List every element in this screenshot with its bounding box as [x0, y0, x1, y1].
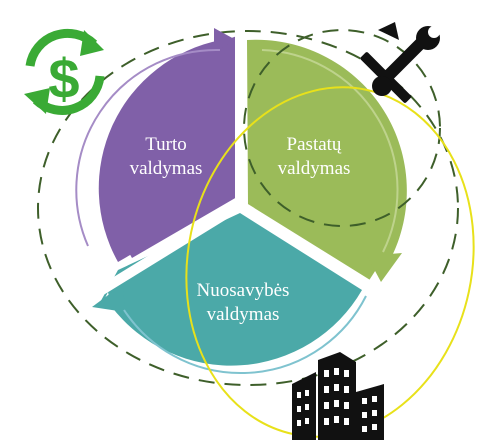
dollar-cycle-icon: $	[24, 28, 105, 115]
segment-turto-label-line1: Turto	[145, 134, 187, 155]
segment-turto-arrow	[214, 28, 236, 52]
segment-pastatu-arrow	[367, 253, 402, 282]
office-buildings-icon	[292, 352, 384, 440]
segment-nuosavybes-label-line2: valdymas	[207, 304, 280, 325]
dollar-sign: $	[48, 47, 79, 110]
segment-pastatu-label-line1: Pastatų	[287, 134, 342, 155]
segment-nuosavybes-arrow	[92, 284, 125, 312]
wrench-screwdriver-icon	[360, 22, 440, 103]
segment-turto-inner-arc	[75, 48, 221, 247]
segment-nuosavybes-inner-arc	[123, 295, 367, 375]
outer-dashed-circle	[37, 30, 459, 386]
segment-turto-label-line2: valdymas	[130, 158, 203, 179]
segment-pastatu-inner-arc	[261, 49, 399, 253]
inner-dashed-circle	[243, 29, 441, 227]
segment-pastatu-label-line2: valdymas	[278, 158, 351, 179]
segment-nuosavybes-label-line1: Nuosavybės	[197, 280, 290, 301]
segment-separators	[99, 30, 383, 297]
